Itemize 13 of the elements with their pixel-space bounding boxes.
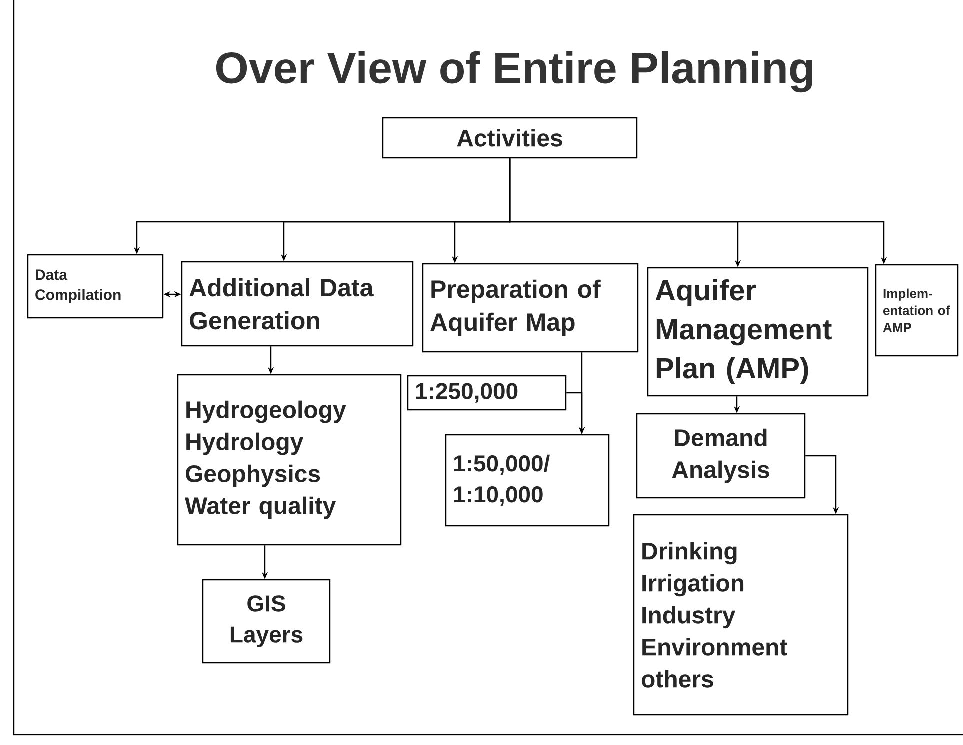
process-box: Aquifer Management Plan (AMP) xyxy=(647,267,869,397)
process-box: Additional Data Generation xyxy=(181,261,414,347)
title: Over View of Entire Planning xyxy=(216,51,812,93)
list-box: Drinking Irrigation Industry Environment others xyxy=(633,514,849,716)
process-box: Implem-entation of AMP xyxy=(875,264,959,357)
list-box: Hydrogeology Hydrology Geophysics Water quality xyxy=(177,374,402,546)
scale-box: 1:50,000/ 1:10,000 xyxy=(445,434,610,527)
process-box: Preparation of Aquifer Map xyxy=(422,263,639,353)
activity-box: Activities xyxy=(382,117,638,159)
process-box: Data Compilation xyxy=(27,254,164,319)
process-box: GIS Layers xyxy=(202,579,331,664)
scale-box: 1:250,000 xyxy=(407,375,567,411)
process-box: Demand Analysis xyxy=(636,413,806,499)
